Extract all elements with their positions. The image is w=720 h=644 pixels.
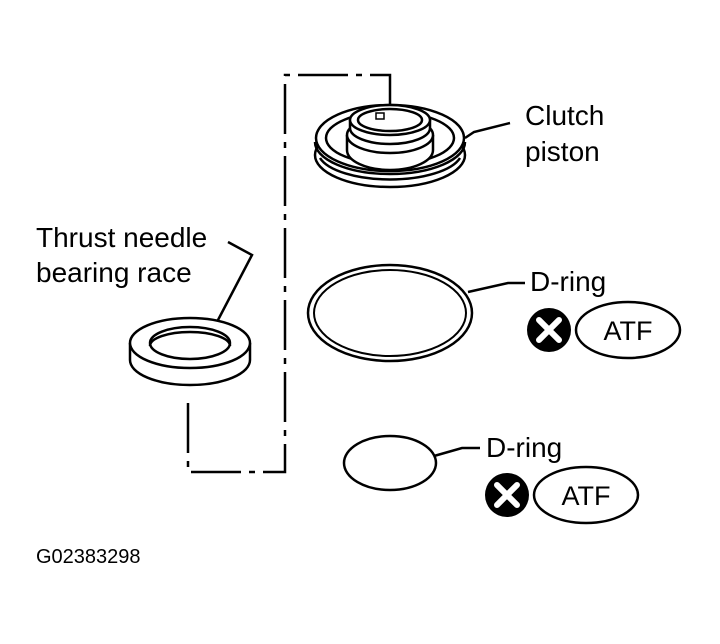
atf-badge xyxy=(574,300,682,360)
thrust-bearing-label-line2: bearing race xyxy=(36,257,192,288)
thrust-bearing-label-line1: Thrust needle xyxy=(36,222,208,253)
atf-badge-label: ATF xyxy=(604,316,653,346)
assembly-guide-line xyxy=(186,73,392,474)
thrust-needle-bearing-race xyxy=(128,240,254,387)
atf-badge xyxy=(532,465,640,525)
atf-indicator-upper: ATF xyxy=(527,300,682,360)
d-ring-upper-label: D-ring xyxy=(530,266,607,297)
figure-id: G02383298 xyxy=(36,546,141,568)
d-ring-lower xyxy=(342,434,480,492)
d-ring-lower-label: D-ring xyxy=(486,432,563,463)
clutch-piston-label-line2: piston xyxy=(525,136,600,167)
atf-badge-label: ATF xyxy=(562,481,611,511)
atf-indicator-lower: ATF xyxy=(485,465,640,525)
clutch-piston-label-line1: Clutch xyxy=(525,100,605,131)
d-ring-upper xyxy=(306,263,525,363)
clutch-piston xyxy=(313,103,511,189)
